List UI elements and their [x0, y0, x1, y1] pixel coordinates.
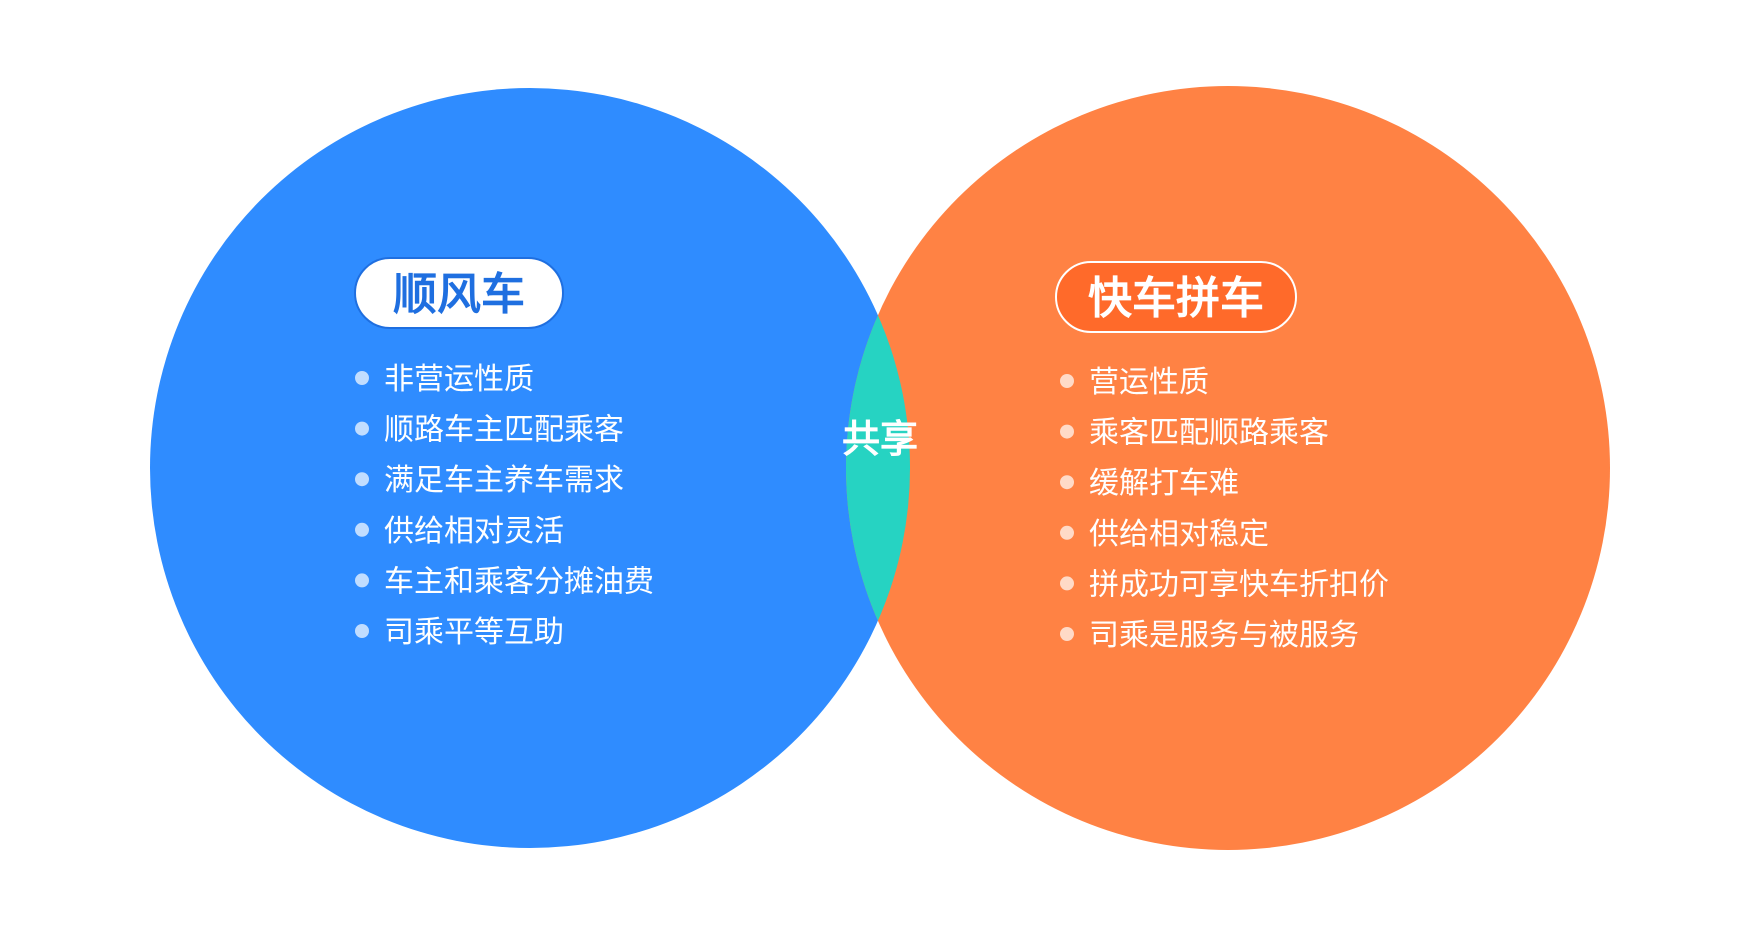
left-set-list-item: 满足车主养车需求 — [384, 463, 624, 498]
left-set-bullet-icon — [355, 371, 369, 385]
left-set-bullet-icon — [355, 522, 369, 537]
left-set-bullet-icon — [355, 472, 369, 487]
right-set-bullet-icon — [1060, 424, 1074, 439]
right-set-title-pill: 快车拼车 — [1055, 261, 1297, 333]
right-set-list-item: 缓解打车难 — [1089, 466, 1239, 501]
right-set-bullet-icon — [1060, 525, 1074, 540]
left-set-bullet-icon — [355, 421, 369, 436]
left-set-list-item: 顺路车主匹配乘客 — [384, 413, 624, 448]
left-set-bullet-icon — [355, 624, 369, 638]
right-set-list-item: 乘客匹配顺路乘客 — [1089, 416, 1329, 451]
right-set-list-item: 营运性质 — [1089, 365, 1209, 400]
left-set-list-item: 非营运性质 — [384, 362, 534, 397]
left-set-list-item: 供给相对灵活 — [384, 514, 564, 549]
left-set-items: 非营运性质顺路车主匹配乘客满足车主养车需求供给相对灵活车主和乘客分摊油费司乘平等… — [355, 362, 654, 650]
right-set-bullet-icon — [1060, 475, 1074, 490]
overlap-label: 共享 — [842, 417, 918, 461]
right-set-title: 快车拼车 — [1088, 273, 1264, 324]
right-set-bullet-icon — [1060, 576, 1074, 591]
left-set-title-pill: 顺风车 — [354, 257, 564, 329]
right-set-list-item: 司乘是服务与被服务 — [1089, 618, 1359, 653]
right-set-bullet-icon — [1060, 627, 1074, 641]
right-set-bullet-icon — [1060, 374, 1074, 388]
right-set-list-item: 供给相对稳定 — [1089, 517, 1269, 552]
left-set-bullet-icon — [355, 573, 369, 588]
left-set-list-item: 车主和乘客分摊油费 — [384, 564, 654, 599]
left-set-circle — [150, 88, 910, 848]
left-set-list-item: 司乘平等互助 — [384, 615, 564, 650]
left-set-title: 顺风车 — [393, 269, 525, 320]
right-set-circle — [846, 86, 1610, 850]
right-set-list-item: 拼成功可享快车折扣价 — [1089, 567, 1389, 602]
right-set-items: 营运性质乘客匹配顺路乘客缓解打车难供给相对稳定拼成功可享快车折扣价司乘是服务与被… — [1060, 365, 1389, 653]
